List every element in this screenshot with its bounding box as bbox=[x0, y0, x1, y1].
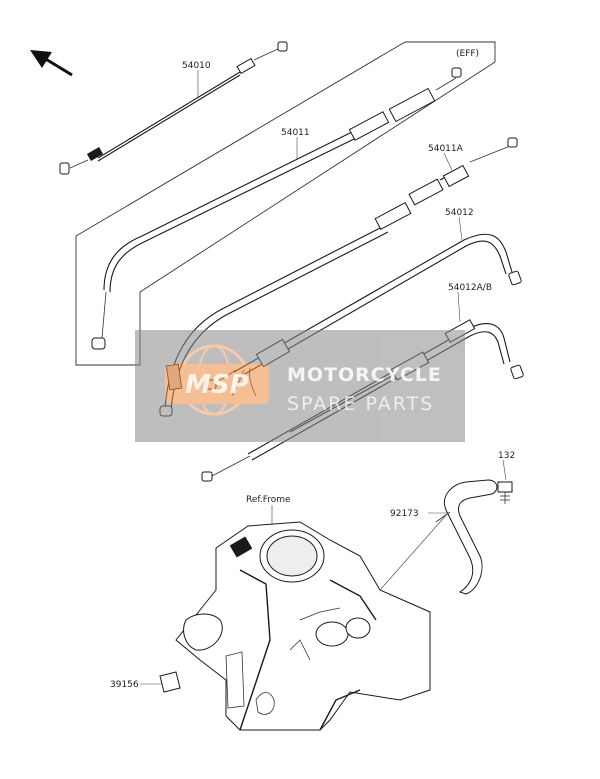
label-132: 132 bbox=[498, 451, 515, 461]
watermark-line2: SPARE PARTS bbox=[287, 393, 434, 415]
bracket-92173[interactable] bbox=[435, 479, 498, 595]
label-39156: 39156 bbox=[110, 680, 139, 690]
frame-assembly bbox=[175, 521, 431, 731]
eff-label: (EFF) bbox=[456, 49, 479, 59]
label-54010: 54010 bbox=[182, 61, 211, 71]
bolt-132[interactable] bbox=[497, 481, 513, 504]
label-54011a: 54011A bbox=[428, 144, 464, 154]
watermark bbox=[135, 330, 465, 442]
label-54012ab: 54012A/B bbox=[448, 283, 492, 293]
label-92173: 92173 bbox=[390, 509, 419, 519]
label-plate-39156[interactable] bbox=[159, 671, 181, 693]
eff-outline bbox=[75, 41, 496, 366]
label-54011: 54011 bbox=[281, 128, 310, 138]
arrow-up-left-icon bbox=[30, 50, 73, 77]
cable-54010[interactable] bbox=[59, 41, 288, 175]
watermark-logo-badge bbox=[165, 364, 269, 404]
watermark-logo-text: MSP bbox=[185, 370, 249, 400]
cable-54011[interactable] bbox=[91, 67, 462, 350]
watermark-line1: MOTORCYCLE bbox=[287, 364, 442, 386]
ref-frame-label: Ref.Frome bbox=[246, 495, 291, 505]
label-54012: 54012 bbox=[445, 208, 474, 218]
